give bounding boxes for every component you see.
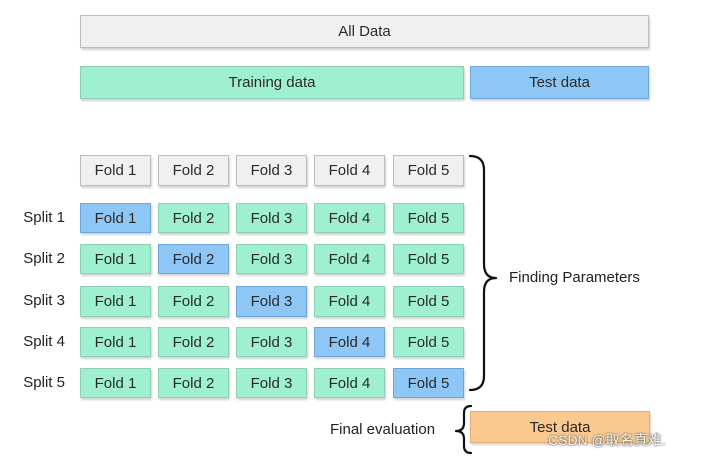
fold-header-5: Fold 5 [393, 155, 464, 186]
training-data-label: Training data [228, 74, 316, 91]
split-2-fold-4: Fold 4 [314, 244, 385, 274]
watermark: CSDN @取名真难. [548, 432, 666, 448]
split-1-label: Split 1 [23, 209, 65, 226]
final-test-data-label: Test data [529, 418, 591, 436]
split-3-fold-3: Fold 3 [236, 286, 307, 317]
split-3-fold-2: Fold 2 [158, 286, 229, 317]
split-5-fold-5: Fold 5 [393, 368, 464, 398]
fold-header-4: Fold 4 [314, 155, 385, 186]
final-test-data-bar: Test data [470, 411, 650, 443]
split-3-fold-1: Fold 1 [80, 286, 151, 317]
split-5-fold-4: Fold 4 [314, 368, 385, 398]
split-1-fold-2: Fold 2 [158, 203, 229, 233]
test-data-label: Test data [529, 74, 590, 91]
training-data-bar: Training data [80, 66, 464, 99]
finding-parameters-brace [468, 154, 498, 392]
split-1-fold-1: Fold 1 [80, 203, 151, 233]
final-evaluation-brace [454, 404, 473, 455]
fold-header-2: Fold 2 [158, 155, 229, 186]
split-2-fold-2: Fold 2 [158, 244, 229, 274]
fold-header-3: Fold 3 [236, 155, 307, 186]
split-2-fold-3: Fold 3 [236, 244, 307, 274]
split-5-label: Split 5 [23, 374, 65, 391]
test-data-bar: Test data [470, 66, 649, 99]
split-5-fold-3: Fold 3 [236, 368, 307, 398]
split-5-fold-1: Fold 1 [80, 368, 151, 398]
split-4-label: Split 4 [23, 333, 65, 350]
finding-parameters-label: Finding Parameters [509, 269, 640, 286]
split-3-fold-5: Fold 5 [393, 286, 464, 317]
split-1-fold-5: Fold 5 [393, 203, 464, 233]
split-4-fold-4: Fold 4 [314, 327, 385, 357]
split-1-fold-3: Fold 3 [236, 203, 307, 233]
fold-header-1: Fold 1 [80, 155, 151, 186]
final-evaluation-label: Final evaluation [330, 421, 436, 438]
split-5-fold-2: Fold 2 [158, 368, 229, 398]
split-4-fold-2: Fold 2 [158, 327, 229, 357]
split-4-fold-3: Fold 3 [236, 327, 307, 357]
split-2-fold-1: Fold 1 [80, 244, 151, 274]
split-2-label: Split 2 [23, 250, 65, 267]
split-1-fold-4: Fold 4 [314, 203, 385, 233]
split-3-fold-4: Fold 4 [314, 286, 385, 317]
split-4-fold-1: Fold 1 [80, 327, 151, 357]
split-2-fold-5: Fold 5 [393, 244, 464, 274]
split-3-label: Split 3 [23, 292, 65, 309]
all-data-bar: All Data [80, 15, 649, 48]
split-4-fold-5: Fold 5 [393, 327, 464, 357]
all-data-label: All Data [338, 23, 391, 40]
